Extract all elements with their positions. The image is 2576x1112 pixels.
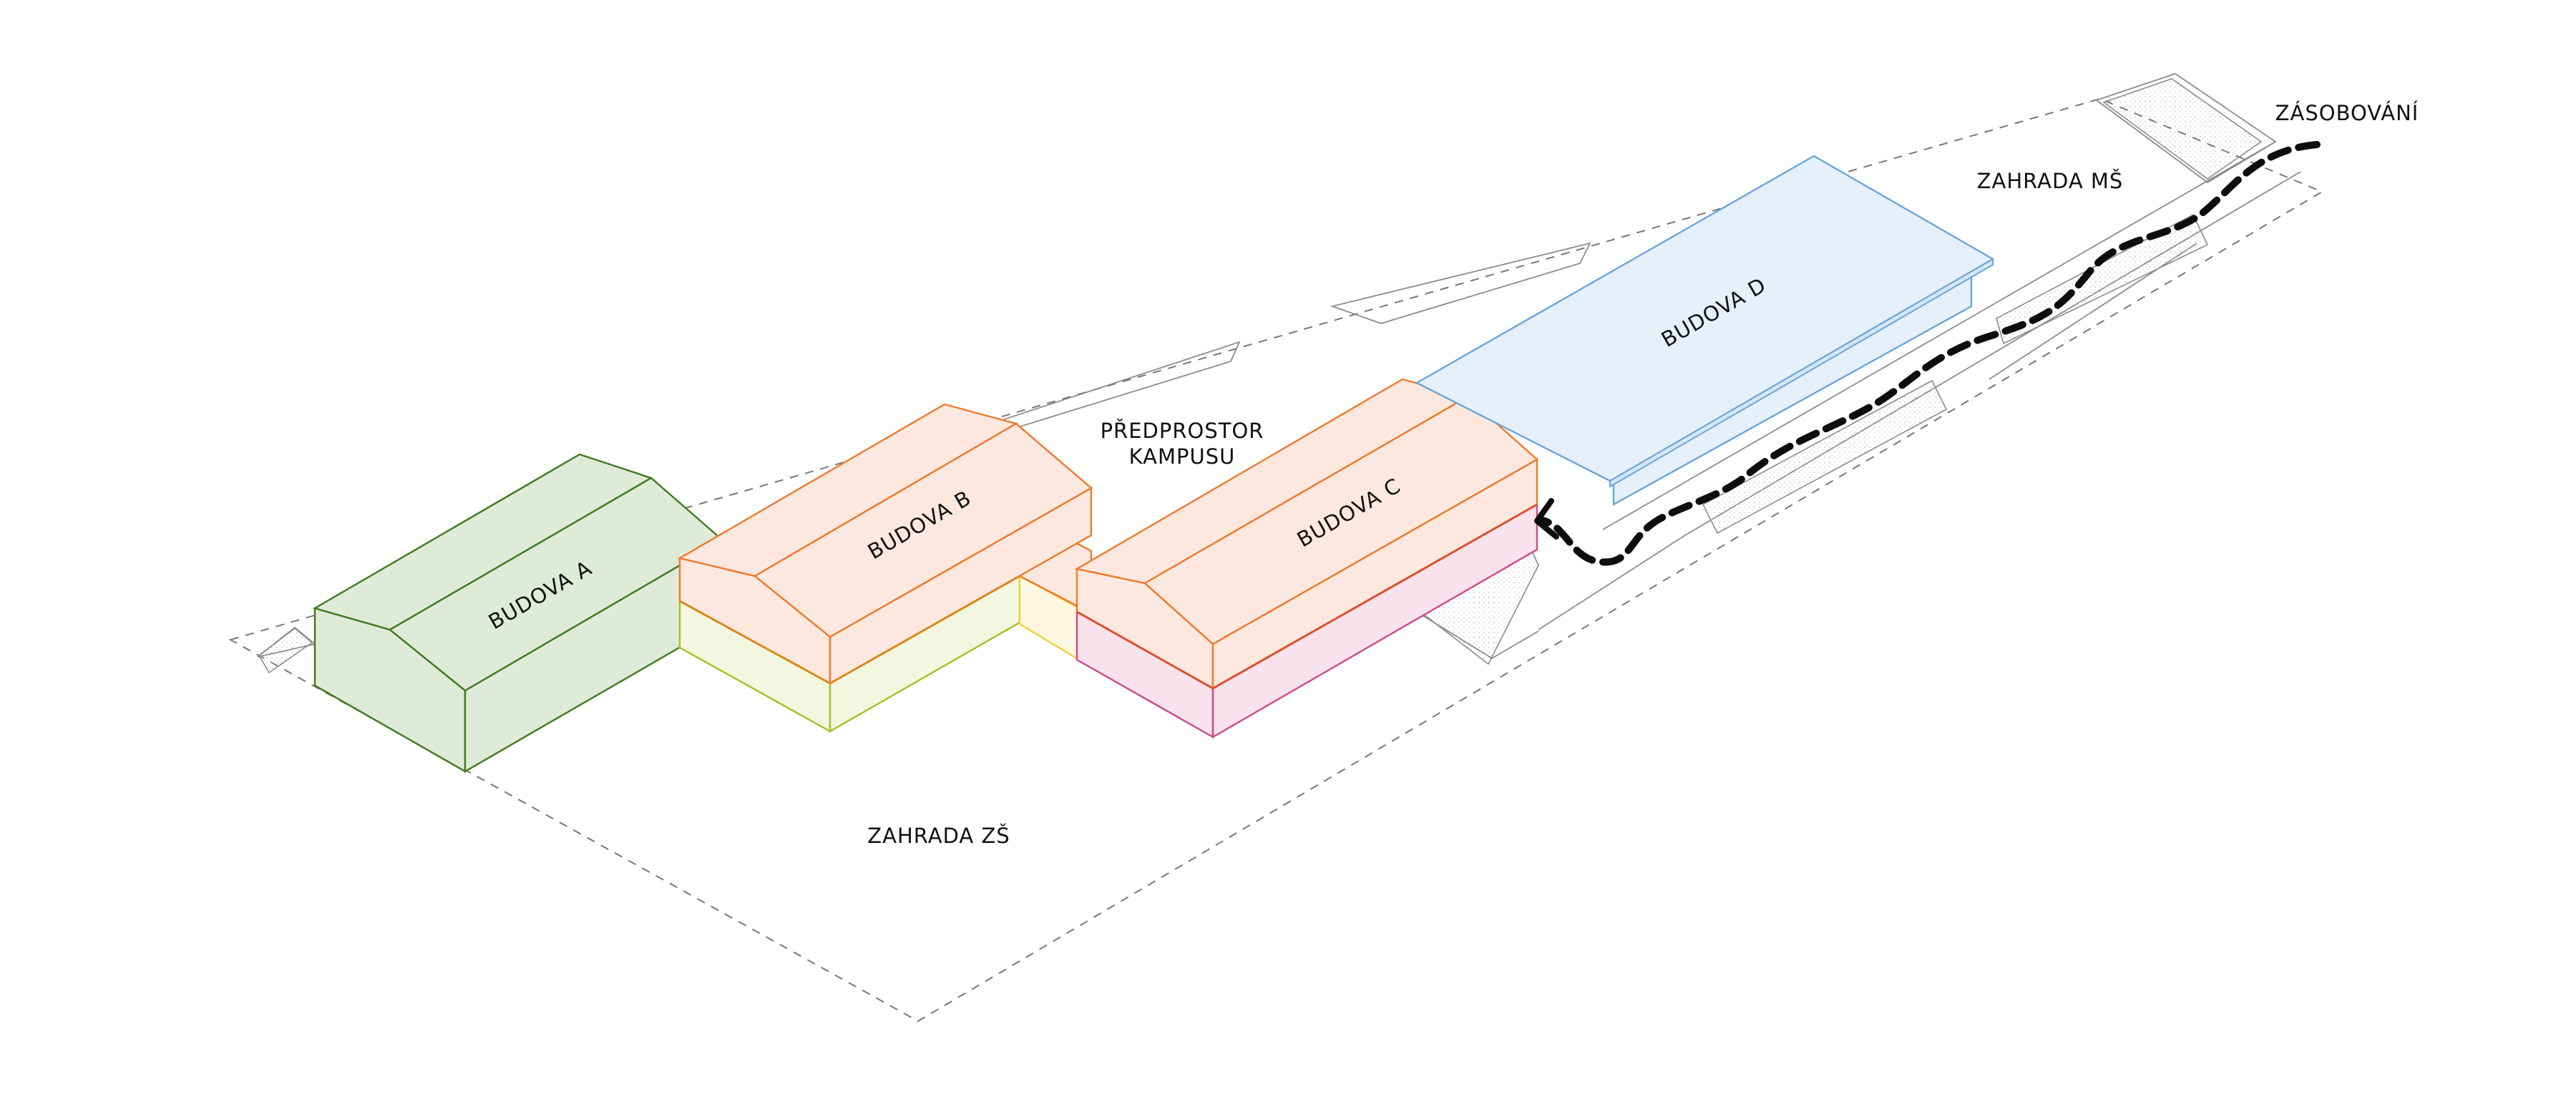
site-boundary <box>228 97 2324 1023</box>
budova-a: BUDOVA A <box>312 453 725 774</box>
supply-route-path <box>1538 141 2321 566</box>
zahrada-zs-label: ZAHRADA ZŠ <box>867 824 1010 848</box>
budova-b-floor-line <box>679 575 1020 685</box>
budova-c-ground-floor <box>1075 502 1538 739</box>
service-road-line-d <box>1538 535 1686 630</box>
plot-edge-left-hatch <box>258 627 313 674</box>
budova-c: BUDOVA C <box>1074 378 1539 691</box>
forecourt-strip-2 <box>1330 242 1591 324</box>
supply-route-arrowhead <box>1534 498 1559 540</box>
predprostor-label-line2: KAMPUSU <box>1129 444 1236 469</box>
zahrada-ms-label: ZAHRADA MŠ <box>1977 169 2124 193</box>
service-road-crossing <box>1413 609 1539 660</box>
predprostor-label-line1: PŘEDPROSTOR <box>1101 419 1264 443</box>
service-road-hatch-1 <box>2102 78 2263 180</box>
service-road-hatch-3 <box>1702 379 1948 535</box>
service-road-line-a <box>1602 141 2276 530</box>
budova-d-eave <box>1609 258 1994 488</box>
service-road-hatch-2 <box>1996 213 2209 345</box>
zasobovani-label: ZÁSOBOVÁNÍ <box>2275 101 2419 125</box>
budova-b-roof-front <box>753 422 1093 638</box>
budova-c-roof-front <box>1143 396 1539 645</box>
budova-c-floor-line <box>1076 503 1538 690</box>
budova-d: BUDOVA D <box>1415 155 1995 507</box>
budova-b: BUDOVA B <box>677 403 1093 686</box>
